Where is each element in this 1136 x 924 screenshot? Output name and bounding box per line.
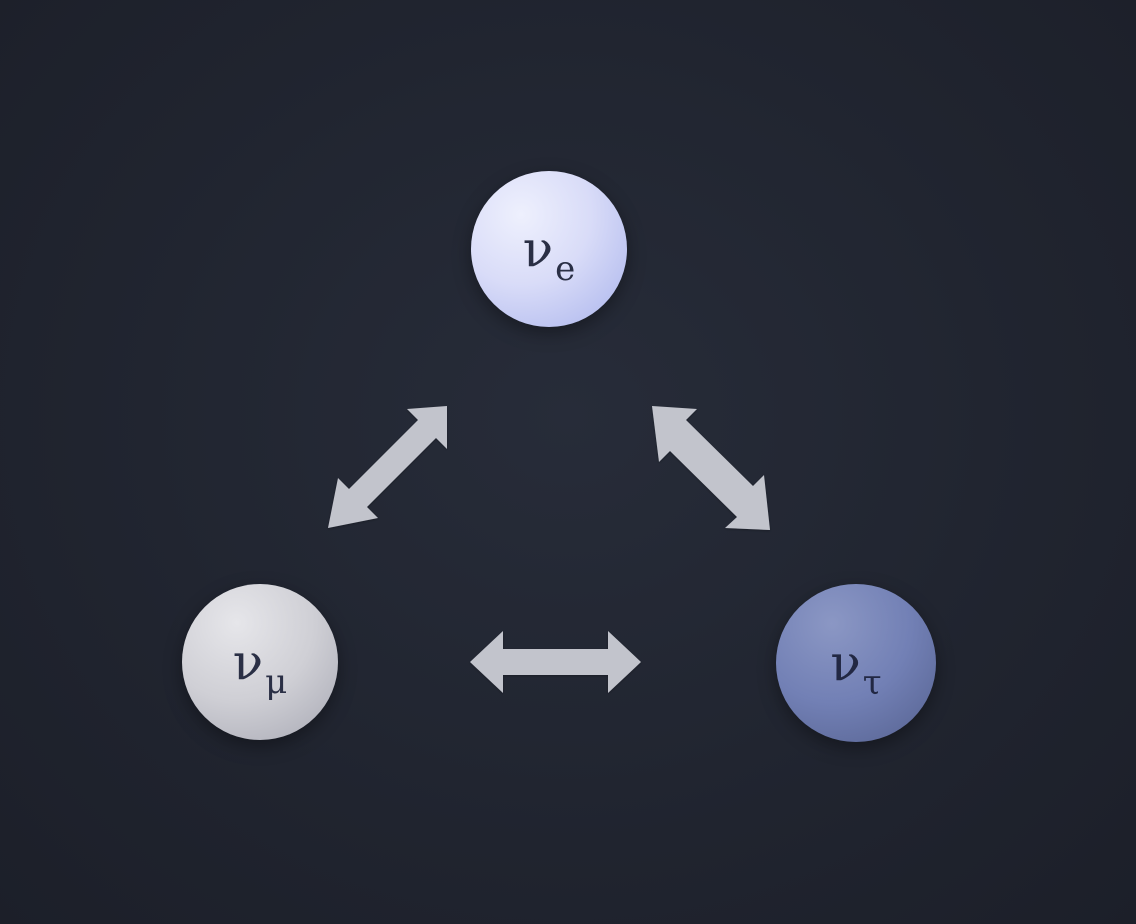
muon-neutrino-symbol: ν — [232, 633, 264, 691]
tau-neutrino-symbol: ν — [830, 634, 861, 692]
arrow-electron-muon — [328, 406, 447, 528]
electron-neutrino-subscript: e — [555, 249, 576, 289]
electron-neutrino-symbol: ν — [522, 220, 554, 278]
arrow-electron-tau — [652, 406, 770, 530]
arrow-muon-tau — [470, 631, 641, 693]
tau-neutrino-subscript: τ — [862, 663, 882, 703]
muon-neutrino-subscript: μ — [265, 662, 288, 702]
